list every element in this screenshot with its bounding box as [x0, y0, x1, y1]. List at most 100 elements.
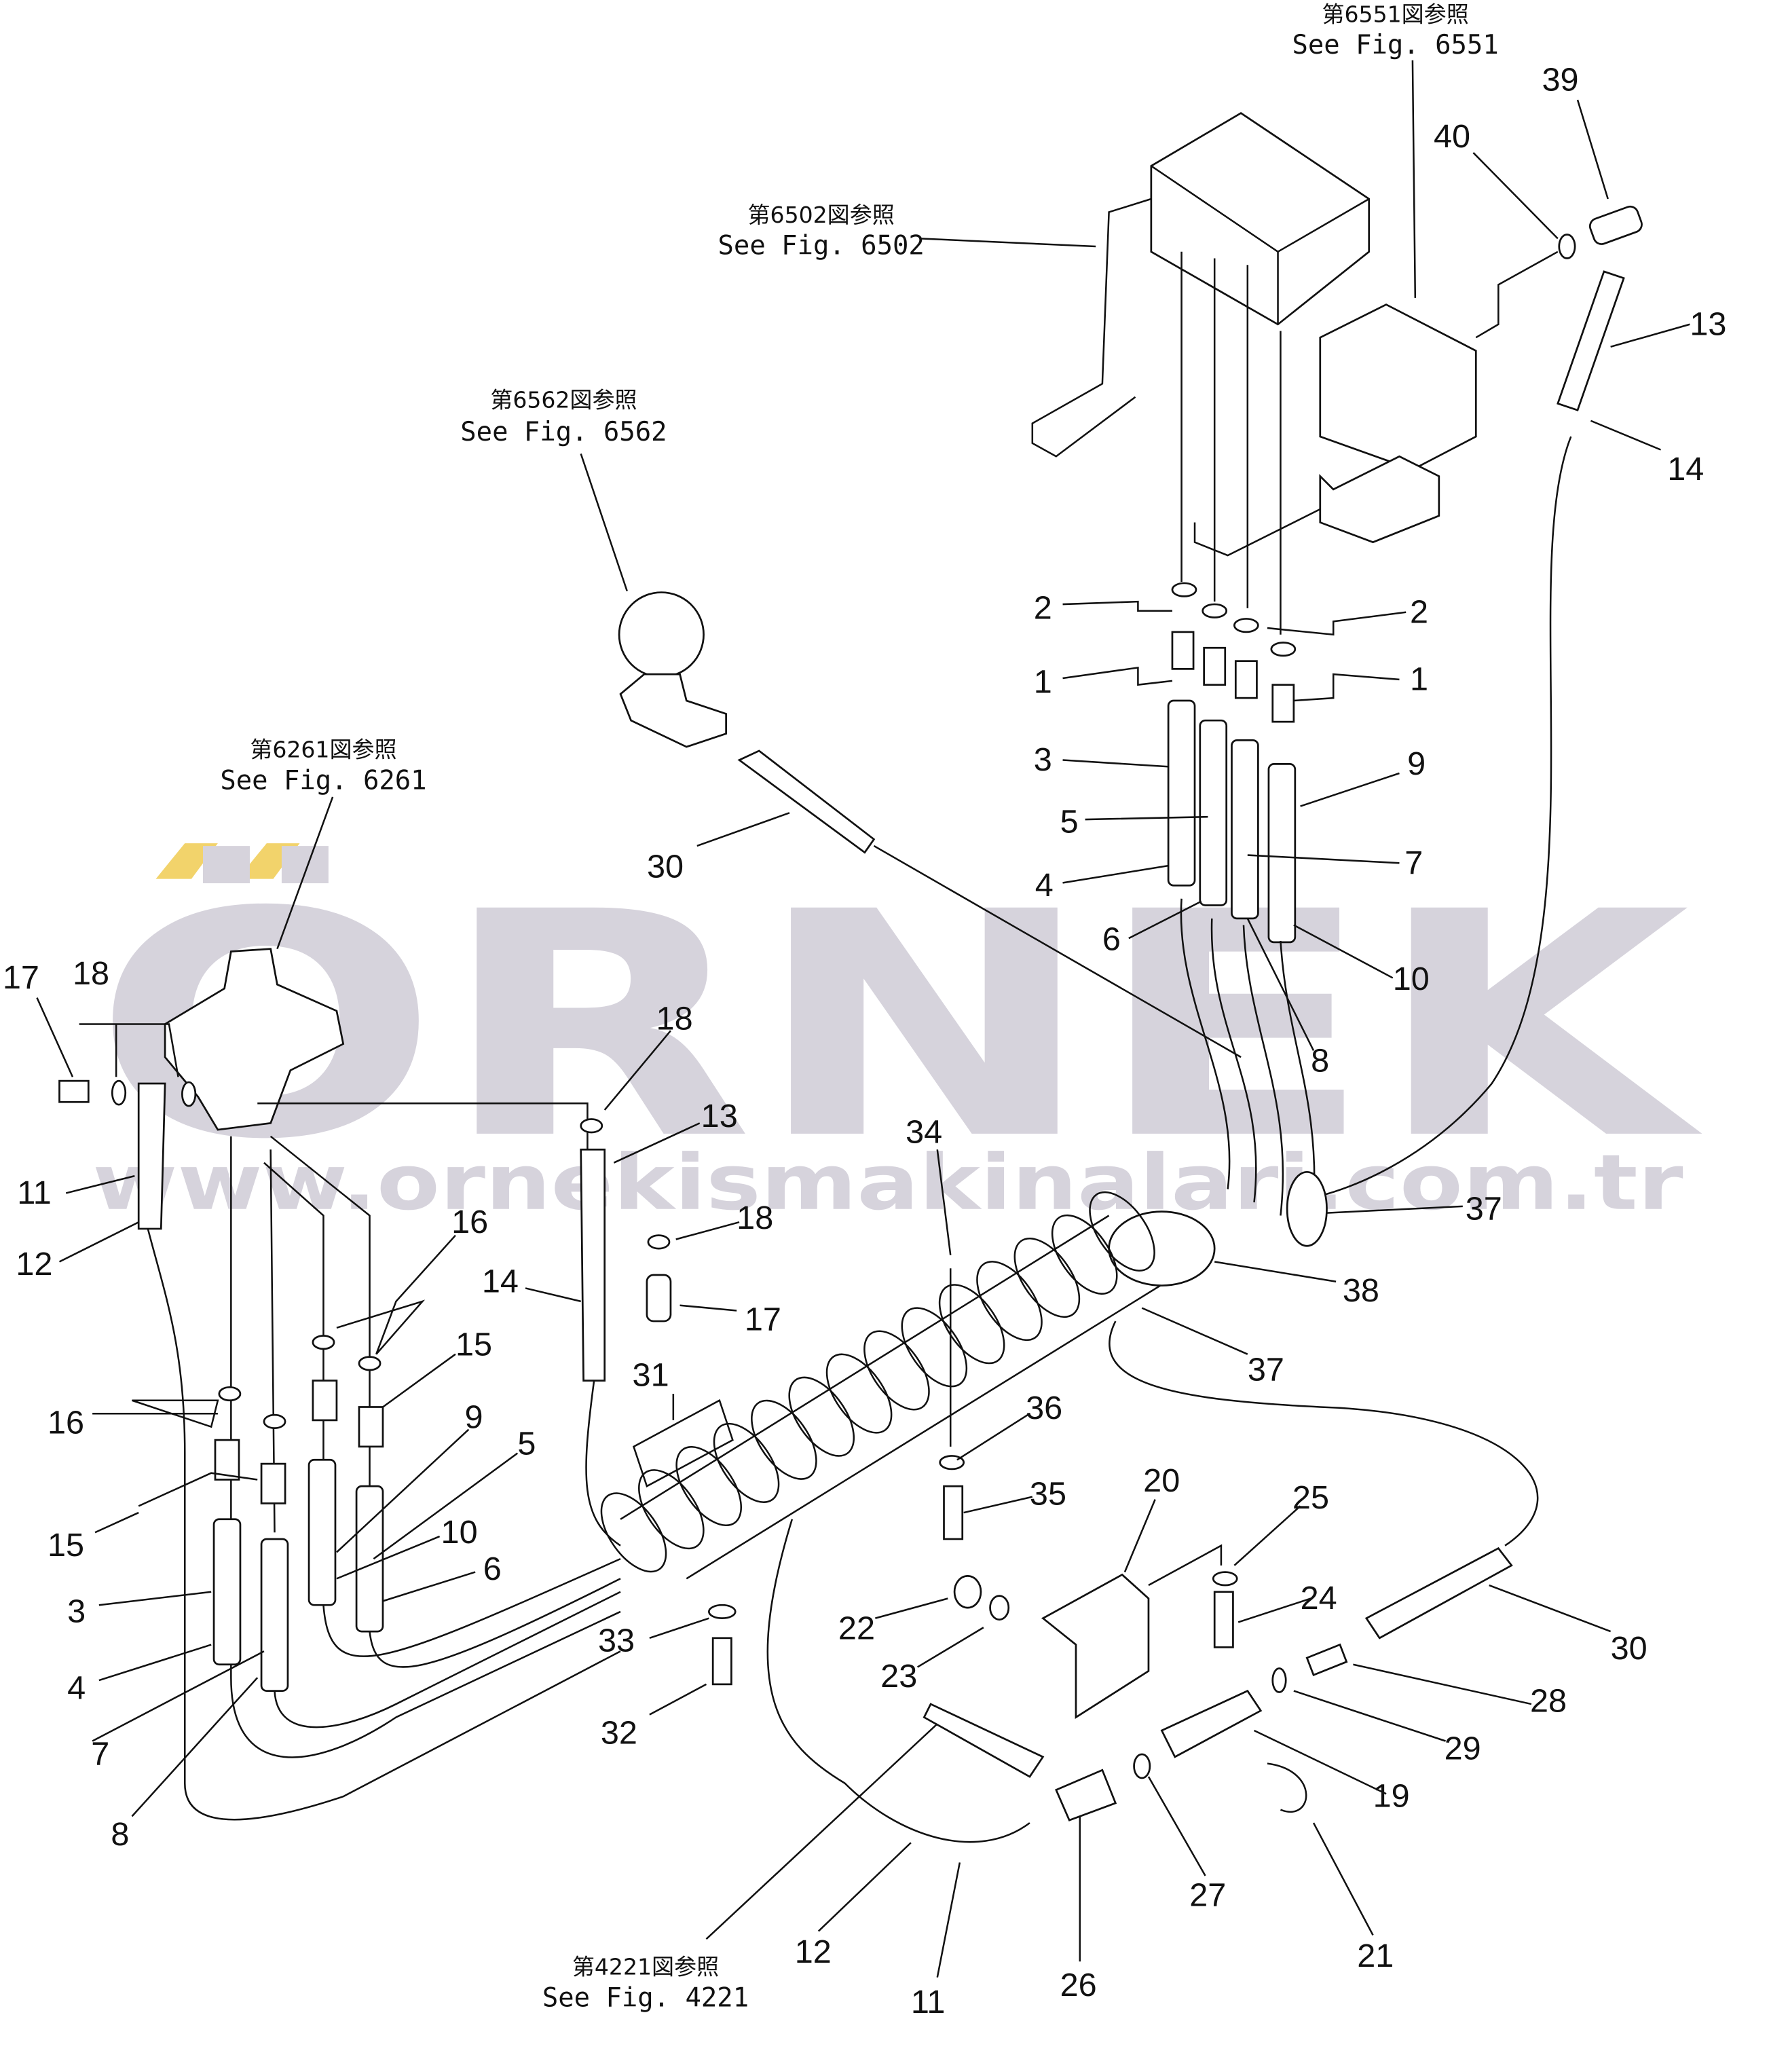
callout-part-15: 15 [48, 1527, 84, 1564]
reference-fig-4221: 第4221図参照 See Fig. 4221 [542, 1954, 749, 2014]
callout-part-24: 24 [1301, 1580, 1337, 1616]
ppc-valve [58, 948, 621, 1821]
reference-fig-6502: 第6502図参照 See Fig. 6502 [718, 202, 925, 261]
callout-part-3: 3 [1034, 741, 1052, 778]
callout-part-25: 25 [1292, 1479, 1329, 1516]
callout-part-7: 7 [1404, 845, 1423, 881]
callout-part-40: 40 [1434, 118, 1470, 155]
callout-part-16: 16 [48, 1404, 84, 1441]
spiral-wrap [938, 1284, 1005, 1365]
callout-part-12: 12 [16, 1246, 52, 1282]
spiral-wrap [713, 1422, 780, 1503]
callout-part-9: 9 [465, 1399, 483, 1436]
callout-part-19: 19 [1373, 1778, 1410, 1815]
reference-jp: 第6551図参照 [1322, 1, 1468, 27]
callout-part-1: 1 [1410, 661, 1428, 697]
callout-part-8: 8 [111, 1816, 129, 1853]
callout-part-28: 28 [1530, 1683, 1567, 1720]
callout-part-21: 21 [1357, 1938, 1394, 1974]
center-hose [580, 1118, 672, 1547]
reference-en: See Fig. 6562 [460, 417, 667, 447]
figure-references: 第6551図参照 See Fig. 6551 第6502図参照 See Fig.… [220, 1, 1498, 2013]
callout-part-4: 4 [67, 1669, 86, 1706]
callout-part-12: 12 [795, 1934, 832, 1970]
spiral-wrap [1051, 1214, 1118, 1295]
callout-part-5: 5 [517, 1425, 536, 1462]
lower-right-assembly [766, 1320, 1539, 1843]
spiral-wrap [863, 1330, 930, 1411]
spiral-wrap [751, 1399, 817, 1480]
callout-part-11: 11 [17, 1174, 51, 1211]
upper-right-hose [1320, 205, 1643, 1197]
callout-part-27: 27 [1189, 1877, 1226, 1914]
leader-lines [36, 60, 1690, 1978]
reference-jp: 第6502図参照 [748, 202, 895, 228]
callout-part-3: 3 [67, 1593, 86, 1629]
callout-part-14: 14 [482, 1263, 519, 1299]
reference-fig-6261: 第6261図参照 See Fig. 6261 [220, 737, 426, 796]
reference-en: See Fig. 6551 [1292, 30, 1498, 60]
callout-part-13: 13 [1690, 306, 1726, 342]
callout-part-23: 23 [880, 1658, 917, 1695]
callout-part-18: 18 [656, 1000, 693, 1037]
spiral-wrap [638, 1469, 705, 1550]
callout-part-2: 2 [1034, 589, 1052, 626]
reference-jp: 第4221図参照 [572, 1954, 719, 1980]
callout-part-39: 39 [1542, 62, 1578, 98]
reference-fig-6551: 第6551図参照 See Fig. 6551 [1292, 1, 1498, 60]
callout-part-5: 5 [1060, 804, 1079, 840]
control-valve-block [1031, 111, 1559, 635]
spiral-wrap [825, 1353, 893, 1434]
callout-part-8: 8 [1311, 1043, 1329, 1079]
callout-part-6: 6 [483, 1551, 502, 1587]
spiral-wrap [976, 1261, 1043, 1342]
callout-part-18: 18 [73, 955, 109, 992]
callout-part-15: 15 [455, 1327, 492, 1363]
callout-part-36: 36 [1026, 1390, 1062, 1426]
center-fitting-column [1167, 582, 1316, 1216]
callout-part-33: 33 [598, 1622, 635, 1659]
spiral-protector-tube [600, 1170, 1328, 1686]
callout-part-30: 30 [1611, 1630, 1647, 1667]
watermark-brand: ÖRNEK [92, 843, 1705, 1206]
reference-jp: 第6562図参照 [490, 386, 637, 413]
reference-en: See Fig. 4221 [542, 1982, 749, 2013]
callout-part-9: 9 [1407, 745, 1426, 782]
callout-part-31: 31 [633, 1356, 669, 1393]
callout-part-26: 26 [1060, 1967, 1097, 2003]
spiral-wrap [1089, 1191, 1155, 1272]
callout-part-17: 17 [745, 1301, 781, 1338]
spiral-wrap [1013, 1238, 1081, 1318]
callout-part-34: 34 [906, 1114, 942, 1151]
callout-part-1: 1 [1034, 663, 1052, 700]
callout-part-29: 29 [1445, 1731, 1481, 1767]
callout-part-30: 30 [647, 849, 684, 885]
callout-part-32: 32 [601, 1714, 637, 1751]
spiral-wrap [600, 1492, 667, 1573]
reference-en: See Fig. 6261 [220, 765, 426, 796]
callout-part-13: 13 [701, 1098, 738, 1134]
reference-en: See Fig. 6502 [718, 231, 925, 261]
callout-part-37: 37 [1466, 1190, 1502, 1227]
callout-part-37: 37 [1248, 1352, 1284, 1388]
watermark-url: www.ornekismakinalari.com.tr [92, 1138, 1683, 1227]
left-fitting-column [132, 1335, 621, 1728]
callout-part-14: 14 [1667, 451, 1704, 487]
callout-part-11: 11 [911, 1984, 945, 2020]
callout-part-18: 18 [737, 1200, 773, 1236]
callout-part-17: 17 [3, 959, 39, 996]
callout-part-22: 22 [838, 1610, 875, 1647]
callout-part-10: 10 [1393, 961, 1430, 997]
callout-part-38: 38 [1343, 1272, 1379, 1309]
reference-fig-6562: 第6562図参照 See Fig. 6562 [460, 386, 667, 447]
spiral-wrap [675, 1445, 743, 1527]
spiral-wrap [788, 1376, 855, 1457]
spiral-wrap [901, 1307, 968, 1388]
callout-part-4: 4 [1035, 867, 1054, 904]
watermark: ÖRNEK www.ornekismakinalari.com.tr [92, 843, 1705, 1227]
callout-part-16: 16 [451, 1204, 488, 1240]
callout-part-2: 2 [1410, 593, 1428, 630]
